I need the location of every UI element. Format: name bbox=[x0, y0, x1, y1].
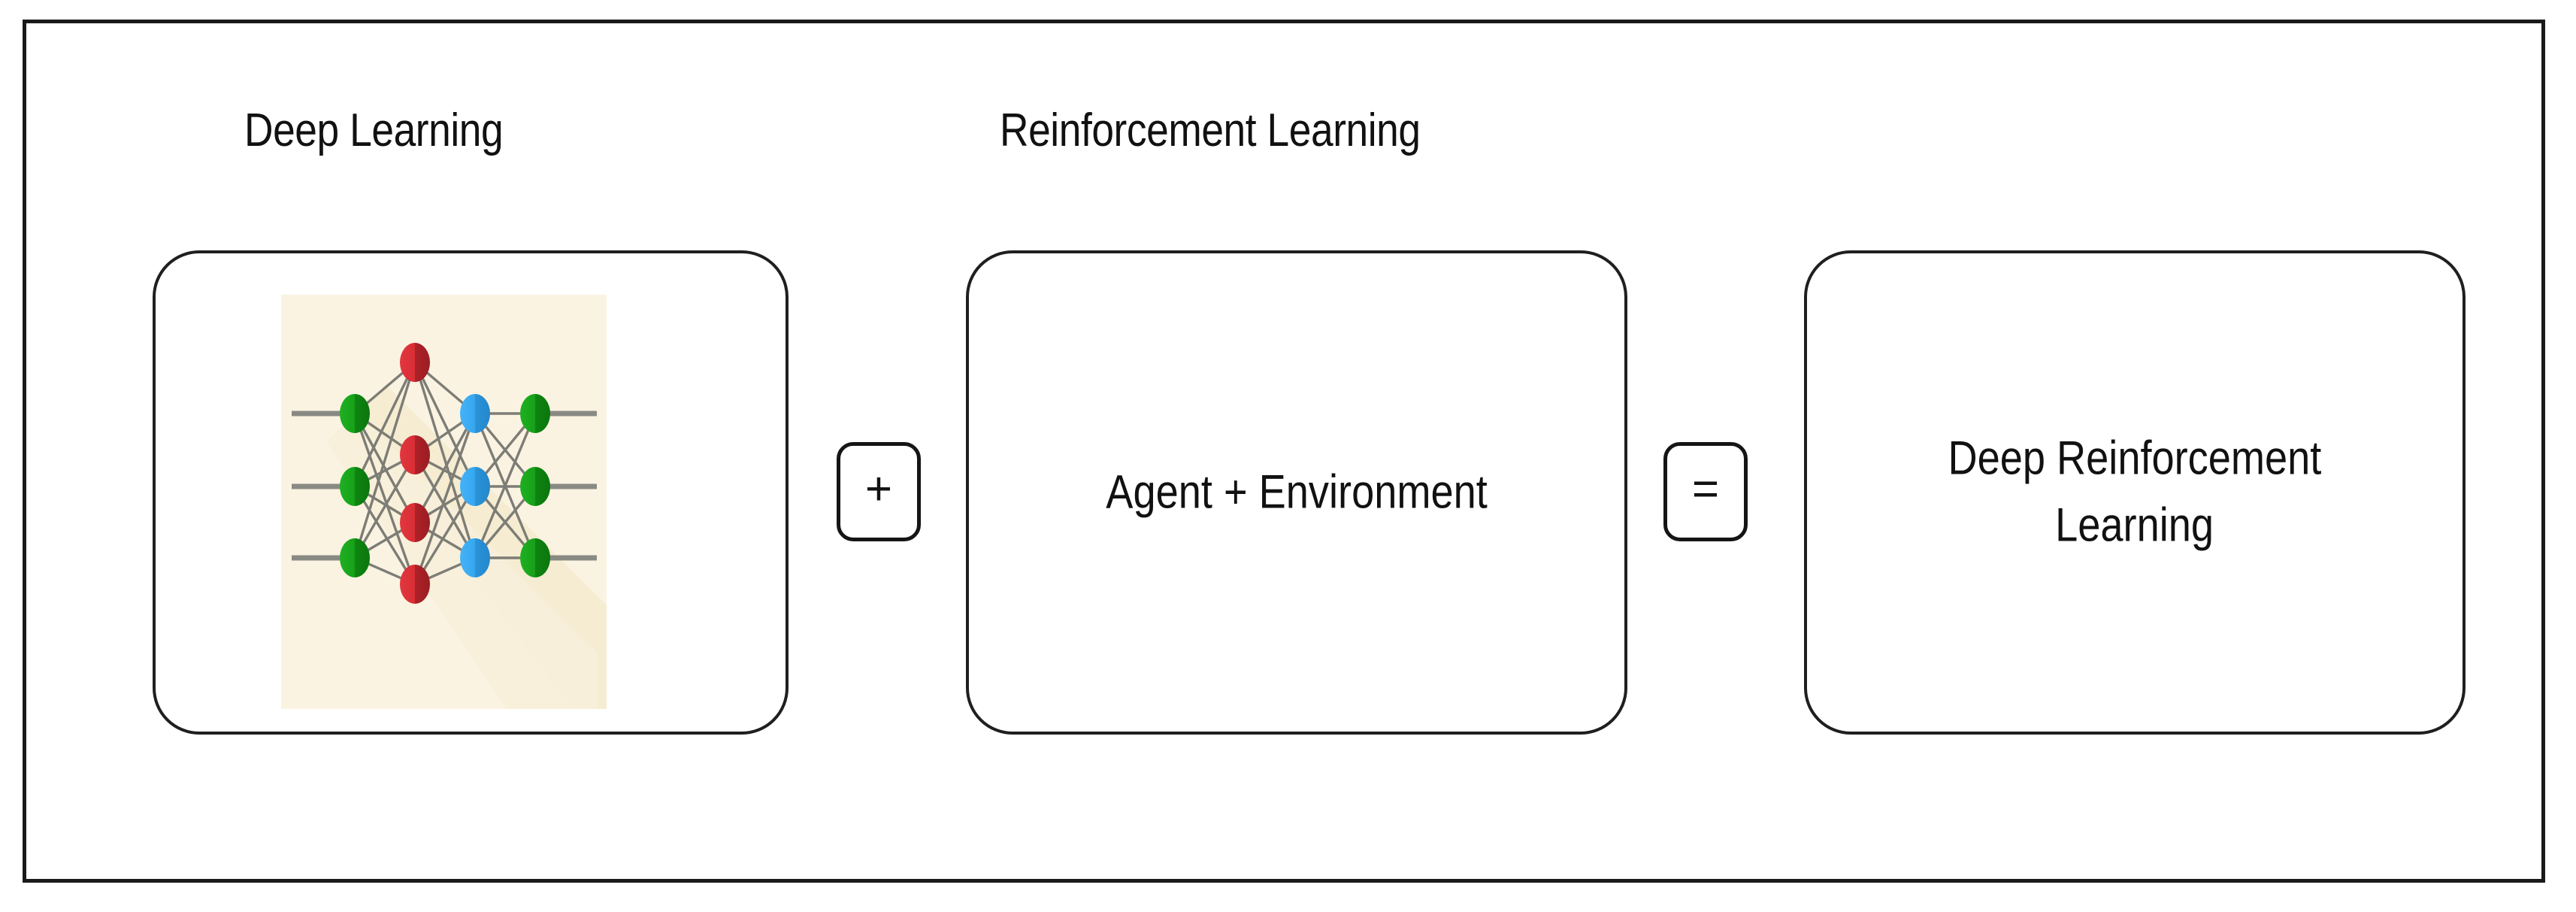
nn-output-layer bbox=[520, 394, 550, 577]
card-drl-line2: Learning bbox=[2055, 499, 2214, 552]
card-drl-line1: Deep Reinforcement bbox=[1948, 432, 2322, 485]
card-reinforcement-learning: Agent + Environment bbox=[966, 250, 1627, 735]
card-deep-reinforcement-learning: Deep Reinforcement Learning bbox=[1804, 250, 2466, 735]
card-reinforcement-learning-text: Agent + Environment bbox=[969, 459, 1624, 526]
nn-input-layer bbox=[340, 394, 370, 577]
neural-network-icon bbox=[281, 295, 607, 709]
nn-hidden-layer-2 bbox=[460, 394, 490, 577]
card-rl-line1: Agent + Environment bbox=[1106, 465, 1488, 519]
plus-glyph: + bbox=[864, 463, 893, 515]
neural-network-illustration bbox=[281, 295, 607, 709]
plus-icon: + bbox=[837, 442, 921, 541]
card-deep-learning bbox=[153, 250, 789, 735]
caption-reinforcement-learning: Reinforcement Learning bbox=[1000, 105, 1421, 156]
equals-icon: = bbox=[1663, 442, 1748, 541]
nn-hidden-layer-1 bbox=[400, 343, 430, 604]
equals-glyph: = bbox=[1691, 463, 1720, 515]
caption-deep-learning: Deep Learning bbox=[244, 105, 504, 156]
card-deep-reinforcement-learning-text: Deep Reinforcement Learning bbox=[1807, 426, 2462, 560]
outer-frame: Deep Learning Reinforcement Learning bbox=[23, 20, 2545, 883]
